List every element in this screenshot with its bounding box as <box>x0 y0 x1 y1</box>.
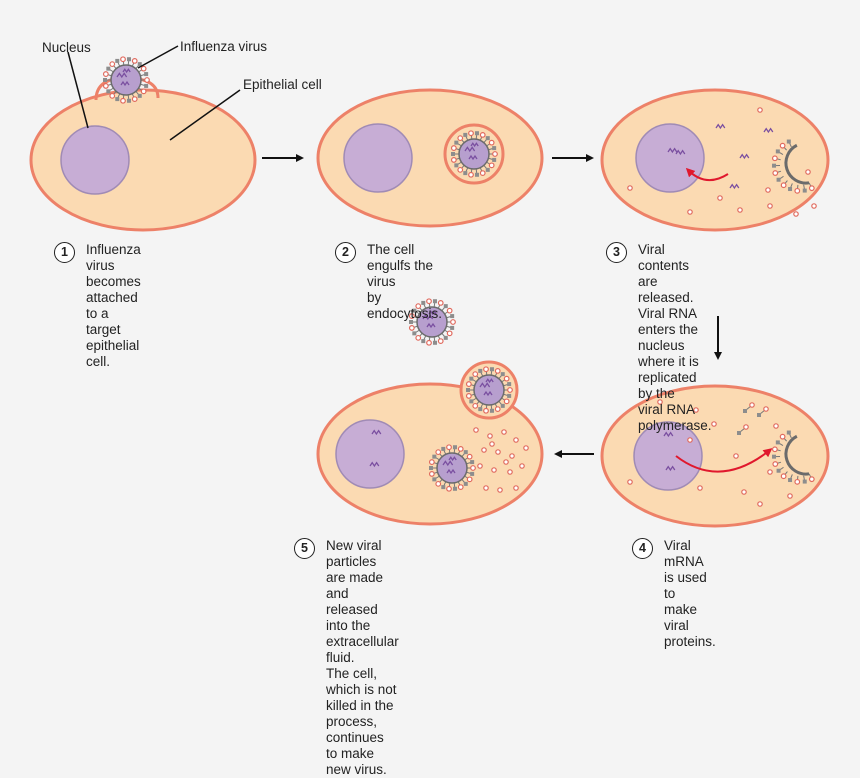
step-1-text: Influenza virus becomes attached to a ta… <box>86 242 141 370</box>
influenza-virus-label: Influenza virus <box>180 39 267 54</box>
step-1-number: 1 <box>54 242 75 263</box>
cell-4 <box>602 386 828 526</box>
cell-2-nucleus <box>344 124 412 192</box>
step-3-number: 3 <box>606 242 627 263</box>
cell-5-nucleus <box>336 420 404 488</box>
cell-3-nucleus <box>636 124 704 192</box>
cell-3 <box>602 90 828 230</box>
cell-5 <box>318 362 542 524</box>
step-5-number: 5 <box>294 538 315 559</box>
nucleus-label: Nucleus <box>42 40 91 55</box>
virus-leader-line <box>138 46 178 68</box>
step-4-number: 4 <box>632 538 653 559</box>
step-2-text: The cell engulfs the virus by endocytosi… <box>367 242 442 322</box>
cell-2 <box>318 90 542 226</box>
epithelial-cell-label: Epithelial cell <box>243 77 322 92</box>
cell-1 <box>31 46 255 230</box>
step-5-text: New viral particles are made and release… <box>326 538 399 778</box>
step-3-text: Viral contents are released. Viral RNA e… <box>638 242 712 434</box>
step-4-text: Viral mRNA is used to make viral protein… <box>664 538 716 650</box>
cell-1-nucleus <box>61 126 129 194</box>
step-2-number: 2 <box>335 242 356 263</box>
